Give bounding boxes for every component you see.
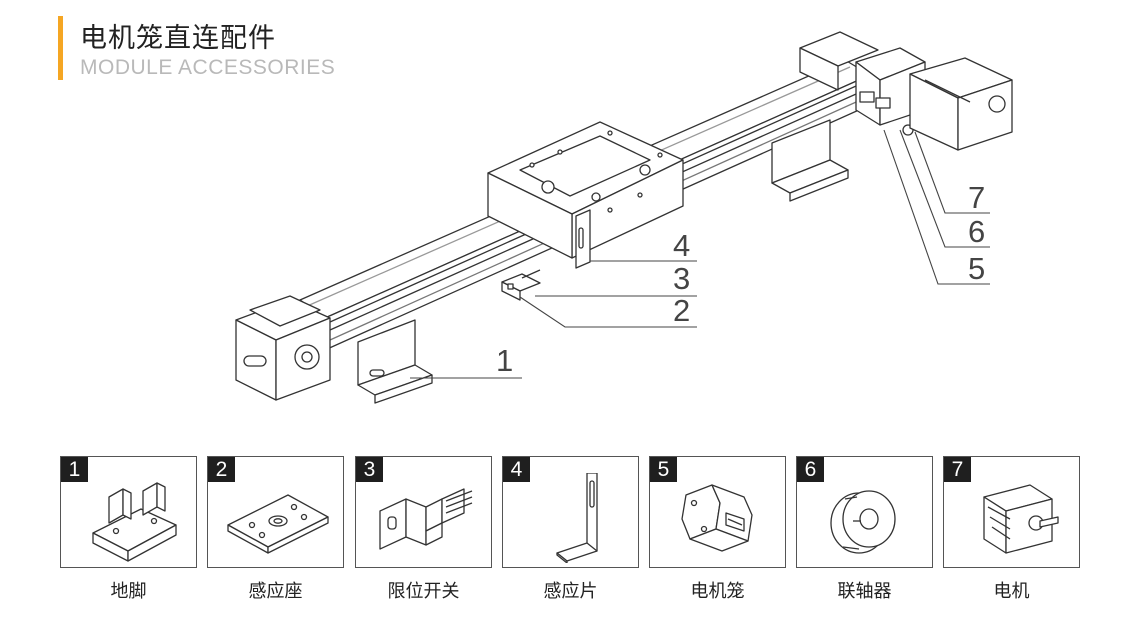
part-card-foot: 1 地脚 (60, 456, 197, 606)
part-number-badge: 5 (650, 457, 677, 482)
sensor-plate (575, 209, 591, 269)
motor-icon (983, 484, 1059, 554)
slider-carriage (487, 121, 684, 259)
callout-6: 6 (968, 214, 985, 249)
part-image-box: 2 (207, 456, 344, 568)
module-assembly-diagram: 1 2 3 4 5 6 7 (235, 31, 1013, 404)
mounting-foot-near (357, 319, 433, 404)
sensor-plate-icon (556, 473, 598, 563)
part-number-badge: 4 (503, 457, 530, 482)
motor (909, 57, 1013, 151)
part-label: 联轴器 (837, 581, 892, 602)
part-number-badge: 7 (944, 457, 971, 482)
accessories-list: 1 地脚 2 (60, 456, 1082, 606)
limit-switch-icon (379, 488, 473, 550)
part-number-badge: 1 (61, 457, 88, 482)
part-image-box: 6 (796, 456, 933, 568)
part-image-box: 3 (355, 456, 492, 568)
part-label: 感应座 (248, 581, 303, 602)
part-number-badge: 3 (356, 457, 383, 482)
part-label: 感应片 (543, 581, 598, 602)
coupling-icon (830, 490, 896, 554)
part-label: 地脚 (110, 581, 147, 602)
part-label: 限位开关 (387, 581, 460, 602)
callout-1: 1 (496, 343, 513, 378)
part-card-sensor-plate: 4 感应片 (502, 456, 639, 606)
part-image-box: 4 (502, 456, 639, 568)
part-label: 电机笼 (690, 581, 745, 602)
callout-5: 5 (968, 251, 985, 286)
part-image-box: 5 (649, 456, 786, 568)
part-card-motor: 7 电机 (943, 456, 1080, 606)
mounting-foot-far (771, 119, 849, 202)
callout-4: 4 (673, 228, 690, 263)
part-card-sensor-mount: 2 感应座 (207, 456, 344, 606)
part-card-limit-switch: 3 限位开关 (355, 456, 492, 606)
callout-lines (410, 129, 990, 379)
end-block-far (799, 31, 879, 91)
part-number-badge: 2 (208, 457, 235, 482)
part-number-badge: 6 (797, 457, 824, 482)
part-image-box: 1 (60, 456, 197, 568)
callout-7: 7 (968, 180, 985, 215)
header-accent-bar (58, 16, 63, 80)
page-subtitle: MODULE ACCESSORIES (80, 56, 336, 79)
sensor-mount-icon (227, 494, 329, 554)
foot-bracket-icon (92, 482, 177, 562)
callout-3: 3 (673, 261, 690, 296)
part-label: 电机 (993, 581, 1030, 602)
callout-2: 2 (673, 293, 690, 328)
page-title: 电机笼直连配件 (80, 23, 276, 54)
end-block-near (235, 295, 331, 401)
part-card-motor-cage: 5 电机笼 (649, 456, 786, 606)
part-image-box: 7 (943, 456, 1080, 568)
part-card-coupling: 6 联轴器 (796, 456, 933, 606)
limit-switch (501, 269, 541, 301)
motor-cage-icon (681, 484, 753, 552)
